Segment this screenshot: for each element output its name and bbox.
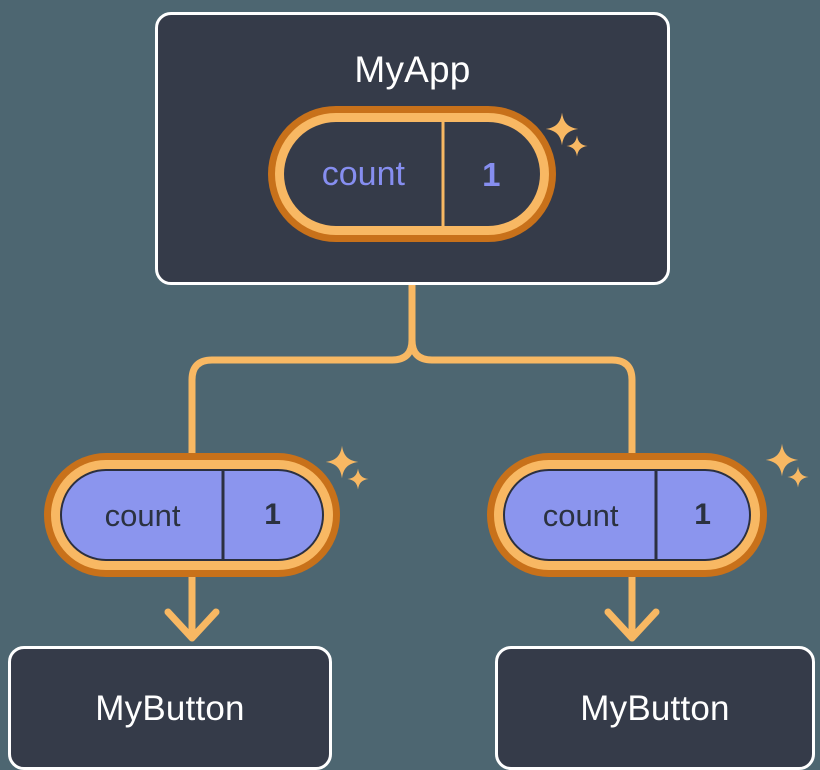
sparkle-icon-right-large	[765, 443, 799, 477]
state-key-label: count	[321, 155, 405, 193]
sparkle-icon-left-large	[325, 445, 359, 479]
component-box-mybutton-right[interactable]: MyButton	[495, 646, 815, 770]
component-title-myapp: MyApp	[354, 49, 471, 90]
state-pill-inner-ring: count 1	[494, 460, 760, 570]
state-pill-divider	[441, 122, 445, 226]
state-pill-left[interactable]: count 1	[44, 453, 340, 577]
state-pill-ring: count 1	[487, 453, 767, 577]
state-pill-body: count 1	[284, 122, 540, 226]
state-key-label: count	[104, 497, 181, 533]
component-title-mybutton-left: MyButton	[95, 688, 245, 728]
wire-to-right-state	[408, 281, 636, 459]
state-pill-ring: count 1	[44, 453, 340, 577]
wire-to-left-state	[188, 281, 416, 459]
arrow-down-icon-left	[164, 573, 220, 642]
state-value-label: 1	[264, 498, 281, 531]
state-value-label: 1	[694, 498, 711, 531]
sparkle-icon-myapp-large	[545, 112, 579, 146]
state-value-label: 1	[482, 155, 501, 193]
state-pill-body: count 1	[60, 469, 324, 561]
state-pill-inner-ring: count 1	[51, 460, 333, 570]
component-title-mybutton-right: MyButton	[580, 688, 730, 728]
state-pill-myapp[interactable]: count 1	[268, 106, 556, 242]
state-pill-right[interactable]: count 1	[487, 453, 767, 577]
state-pill-divider	[221, 471, 225, 559]
state-key-label: count	[542, 497, 619, 533]
state-pill-body: count 1	[503, 469, 751, 561]
sparkle-icon-right-small	[787, 466, 809, 488]
sparkle-icon-left-small	[347, 468, 369, 490]
component-box-mybutton-left[interactable]: MyButton	[8, 646, 332, 770]
arrow-down-icon-right	[604, 573, 660, 642]
state-pill-divider	[654, 471, 658, 559]
state-pill-inner-ring: count 1	[275, 113, 549, 235]
state-pill-ring: count 1	[268, 106, 556, 242]
sparkle-icon-myapp-small	[566, 135, 588, 157]
